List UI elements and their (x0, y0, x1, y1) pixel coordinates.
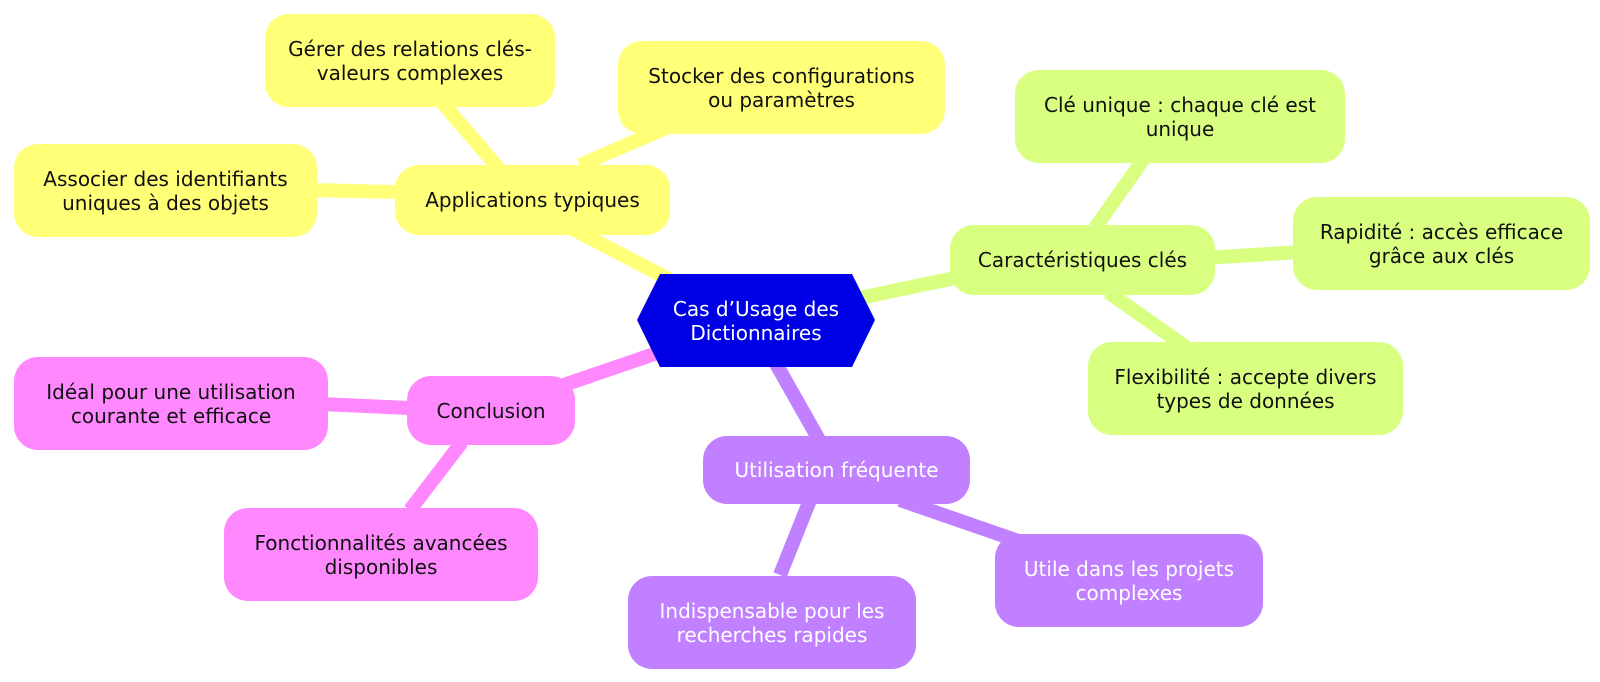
edge-caracteristiques-rapidite (1204, 245, 1301, 265)
edge-caracteristiques-cle (1089, 152, 1151, 233)
leaf-rapidite: Rapidité : accès efficace grâce aux clés (1293, 197, 1590, 290)
leaf-ideal-label: Idéal pour une utilisation courante et e… (46, 379, 296, 428)
branch-utilisation-frequente: Utilisation fréquente (703, 436, 970, 504)
branch-utilisation-label: Utilisation fréquente (734, 458, 939, 482)
branch-conclusion: Conclusion (407, 376, 575, 445)
edge-applications-gerer (434, 95, 506, 175)
leaf-rapidite-label: Rapidité : accès efficace grâce aux clés (1319, 219, 1564, 268)
root-node: Cas d’Usage des Dictionnaires (660, 274, 852, 367)
leaf-fonctionnalites-label: Fonctionnalités avancées disponibles (254, 530, 508, 579)
leaf-indispensable-recherches: Indispensable pour les recherches rapide… (628, 576, 916, 669)
root-hexagon (637, 274, 875, 367)
leaf-stocker-label: Stocker des configurations ou paramètres (648, 63, 915, 112)
branch-caracteristiques-cles: Caractéristiques clés (950, 225, 1215, 295)
edge-root-caracteristiques (848, 271, 957, 307)
leaf-utile-projets: Utile dans les projets complexes (995, 534, 1263, 627)
leaf-ideal-utilisation: Idéal pour une utilisation courante et e… (14, 357, 328, 450)
edge-utilisation-indispensable (773, 497, 817, 578)
edge-applications-associer (309, 183, 396, 199)
leaf-indispensable-label: Indispensable pour les recherches rapide… (659, 598, 885, 647)
leaf-associer-identifiants: Associer des identifiants uniques à des … (14, 144, 317, 237)
edge-conclusion-ideal (319, 397, 411, 415)
leaf-flexibilite: Flexibilité : accepte divers types de do… (1088, 342, 1403, 435)
leaf-stocker-configurations: Stocker des configurations ou paramètres (618, 41, 945, 134)
leaf-gerer-label: Gérer des relations clés-valeurs complex… (288, 36, 532, 85)
leaf-utile-label: Utile dans les projets complexes (1023, 556, 1235, 605)
branch-conclusion-label: Conclusion (436, 398, 546, 423)
edge-caracteristiques-flexibilite (1103, 286, 1195, 356)
root-label: Cas d’Usage des Dictionnaires (672, 296, 840, 345)
edge-root-utilisation (768, 358, 829, 449)
leaf-flexibilite-label: Flexibilité : accepte divers types de do… (1114, 364, 1377, 413)
edge-root-conclusion (552, 345, 663, 395)
branch-caracteristiques-label: Caractéristiques clés (977, 248, 1188, 272)
branch-applications-label: Applications typiques (425, 188, 640, 212)
branch-applications-typiques: Applications typiques (395, 165, 670, 235)
leaf-cle-unique: Clé unique : chaque clé est unique (1015, 70, 1345, 163)
leaf-gerer-relations: Gérer des relations clés-valeurs complex… (265, 14, 555, 107)
edge-conclusion-fonctionnalites (404, 437, 468, 515)
leaf-associer-label: Associer des identifiants uniques à des … (43, 166, 288, 215)
leaf-fonctionnalites-avancees: Fonctionnalités avancées disponibles (224, 508, 538, 601)
leaf-cle-unique-label: Clé unique : chaque clé est unique (1044, 92, 1316, 141)
